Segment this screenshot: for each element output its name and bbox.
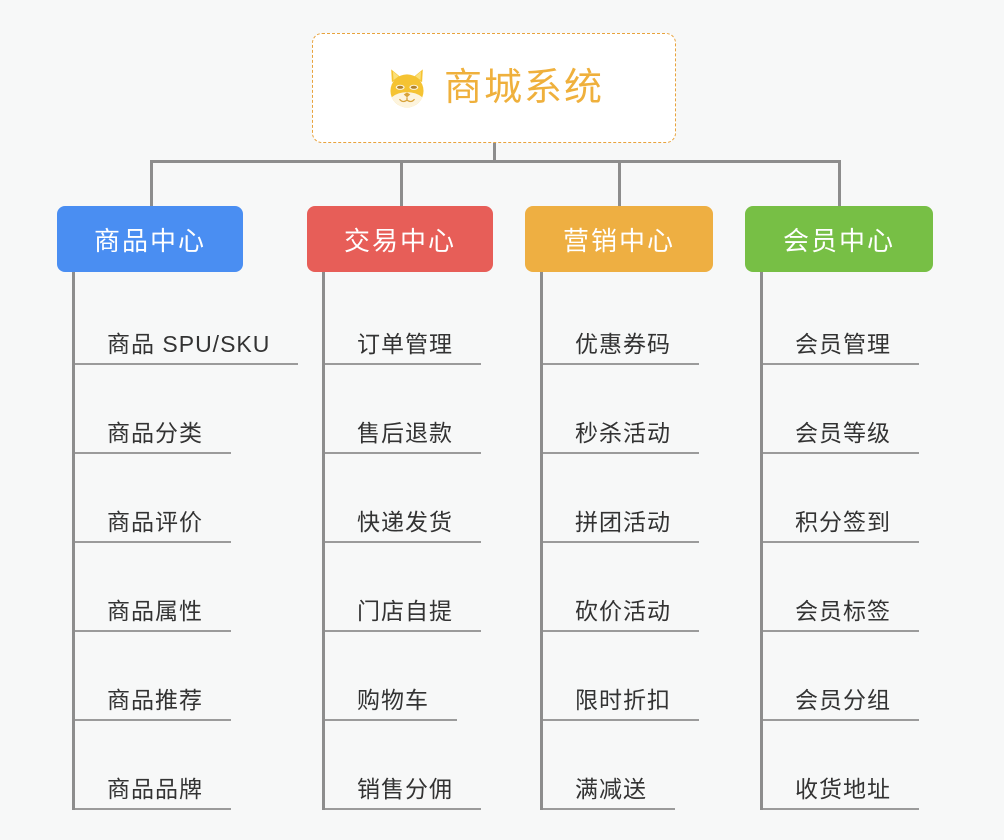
leaf-label: 销售分佣 (357, 775, 453, 802)
leaf-list-1: 商品 SPU/SKU 商品分类 商品评价 商品属性 商品推荐 商品品牌 (72, 272, 299, 810)
branch-column-3: 营销中心 优惠券码 秒杀活动 拼团活动 砍价活动 限时折扣 满减送 (525, 206, 713, 810)
list-item[interactable]: 满减送 (543, 721, 713, 810)
list-item[interactable]: 订单管理 (325, 276, 493, 365)
list-item[interactable]: 限时折扣 (543, 632, 713, 721)
connector-drop-1 (150, 160, 153, 207)
leaf-label: 商品评价 (107, 508, 203, 535)
leaf-label: 收货地址 (795, 775, 891, 802)
leaf-label: 订单管理 (357, 330, 453, 357)
list-item[interactable]: 商品分类 (75, 365, 298, 454)
list-item[interactable]: 商品 SPU/SKU (75, 276, 299, 365)
list-item[interactable]: 商品评价 (75, 454, 298, 543)
leaf-label: 快递发货 (357, 508, 453, 535)
branch-column-2: 交易中心 订单管理 售后退款 快递发货 门店自提 购物车 销售分佣 (307, 206, 493, 810)
list-item[interactable]: 销售分佣 (325, 721, 493, 810)
leaf-label: 秒杀活动 (575, 419, 671, 446)
connector-horizontal-bus (150, 160, 841, 163)
leaf-label: 满减送 (575, 775, 647, 802)
category-label: 营销中心 (562, 225, 675, 256)
list-item[interactable]: 快递发货 (325, 454, 493, 543)
leaf-list-2: 订单管理 售后退款 快递发货 门店自提 购物车 销售分佣 (322, 272, 493, 810)
list-item[interactable]: 售后退款 (325, 365, 493, 454)
category-label: 会员中心 (782, 225, 895, 256)
category-box-member-center[interactable]: 会员中心 (745, 206, 933, 272)
leaf-label: 商品推荐 (107, 686, 203, 713)
root-node[interactable]: 商城系统 (312, 33, 676, 143)
list-item[interactable]: 商品推荐 (75, 632, 298, 721)
leaf-label: 积分签到 (795, 508, 891, 535)
leaf-label: 售后退款 (357, 419, 453, 446)
list-item[interactable]: 门店自提 (325, 543, 493, 632)
leaf-label: 商品 SPU/SKU (107, 330, 271, 357)
leaf-label: 优惠券码 (575, 330, 671, 357)
list-item[interactable]: 秒杀活动 (543, 365, 713, 454)
leaf-label: 门店自提 (357, 597, 453, 624)
leaf-label: 限时折扣 (575, 686, 671, 713)
category-label: 交易中心 (343, 225, 456, 256)
list-item[interactable]: 会员等级 (763, 365, 933, 454)
leaf-list-3: 优惠券码 秒杀活动 拼团活动 砍价活动 限时折扣 满减送 (540, 272, 713, 810)
leaf-label: 会员分组 (795, 686, 891, 713)
connector-drop-2 (400, 160, 403, 207)
leaf-label: 砍价活动 (575, 597, 671, 624)
leaf-label: 拼团活动 (575, 508, 671, 535)
leaf-list-4: 会员管理 会员等级 积分签到 会员标签 会员分组 收货地址 (760, 272, 933, 810)
list-item[interactable]: 会员分组 (763, 632, 933, 721)
category-box-marketing-center[interactable]: 营销中心 (525, 206, 713, 272)
leaf-label: 购物车 (357, 686, 429, 713)
leaf-label: 会员等级 (795, 419, 891, 446)
list-item[interactable]: 收货地址 (763, 721, 933, 810)
list-item[interactable]: 会员标签 (763, 543, 933, 632)
list-item[interactable]: 拼团活动 (543, 454, 713, 543)
connector-root-stem (493, 143, 496, 163)
list-item[interactable]: 购物车 (325, 632, 493, 721)
list-item[interactable]: 优惠券码 (543, 276, 713, 365)
connector-drop-4 (838, 160, 841, 207)
leaf-label: 商品品牌 (107, 775, 203, 802)
shiba-dog-icon (390, 69, 424, 108)
list-item[interactable]: 商品属性 (75, 543, 298, 632)
root-title: 商城系统 (443, 67, 604, 109)
leaf-label: 会员管理 (795, 330, 891, 357)
list-item[interactable]: 商品品牌 (75, 721, 298, 810)
list-item[interactable]: 会员管理 (763, 276, 933, 365)
leaf-label: 商品分类 (107, 419, 203, 446)
branch-column-4: 会员中心 会员管理 会员等级 积分签到 会员标签 会员分组 收货地址 (745, 206, 933, 810)
list-item[interactable]: 积分签到 (763, 454, 933, 543)
leaf-label: 会员标签 (795, 597, 891, 624)
branch-column-1: 商品中心 商品 SPU/SKU 商品分类 商品评价 商品属性 商品推荐 商品品牌 (57, 206, 299, 810)
connector-drop-3 (618, 160, 621, 207)
category-box-product-center[interactable]: 商品中心 (57, 206, 243, 272)
list-item[interactable]: 砍价活动 (543, 543, 713, 632)
category-label: 商品中心 (93, 225, 206, 256)
leaf-label: 商品属性 (107, 597, 203, 624)
category-box-trade-center[interactable]: 交易中心 (307, 206, 493, 272)
